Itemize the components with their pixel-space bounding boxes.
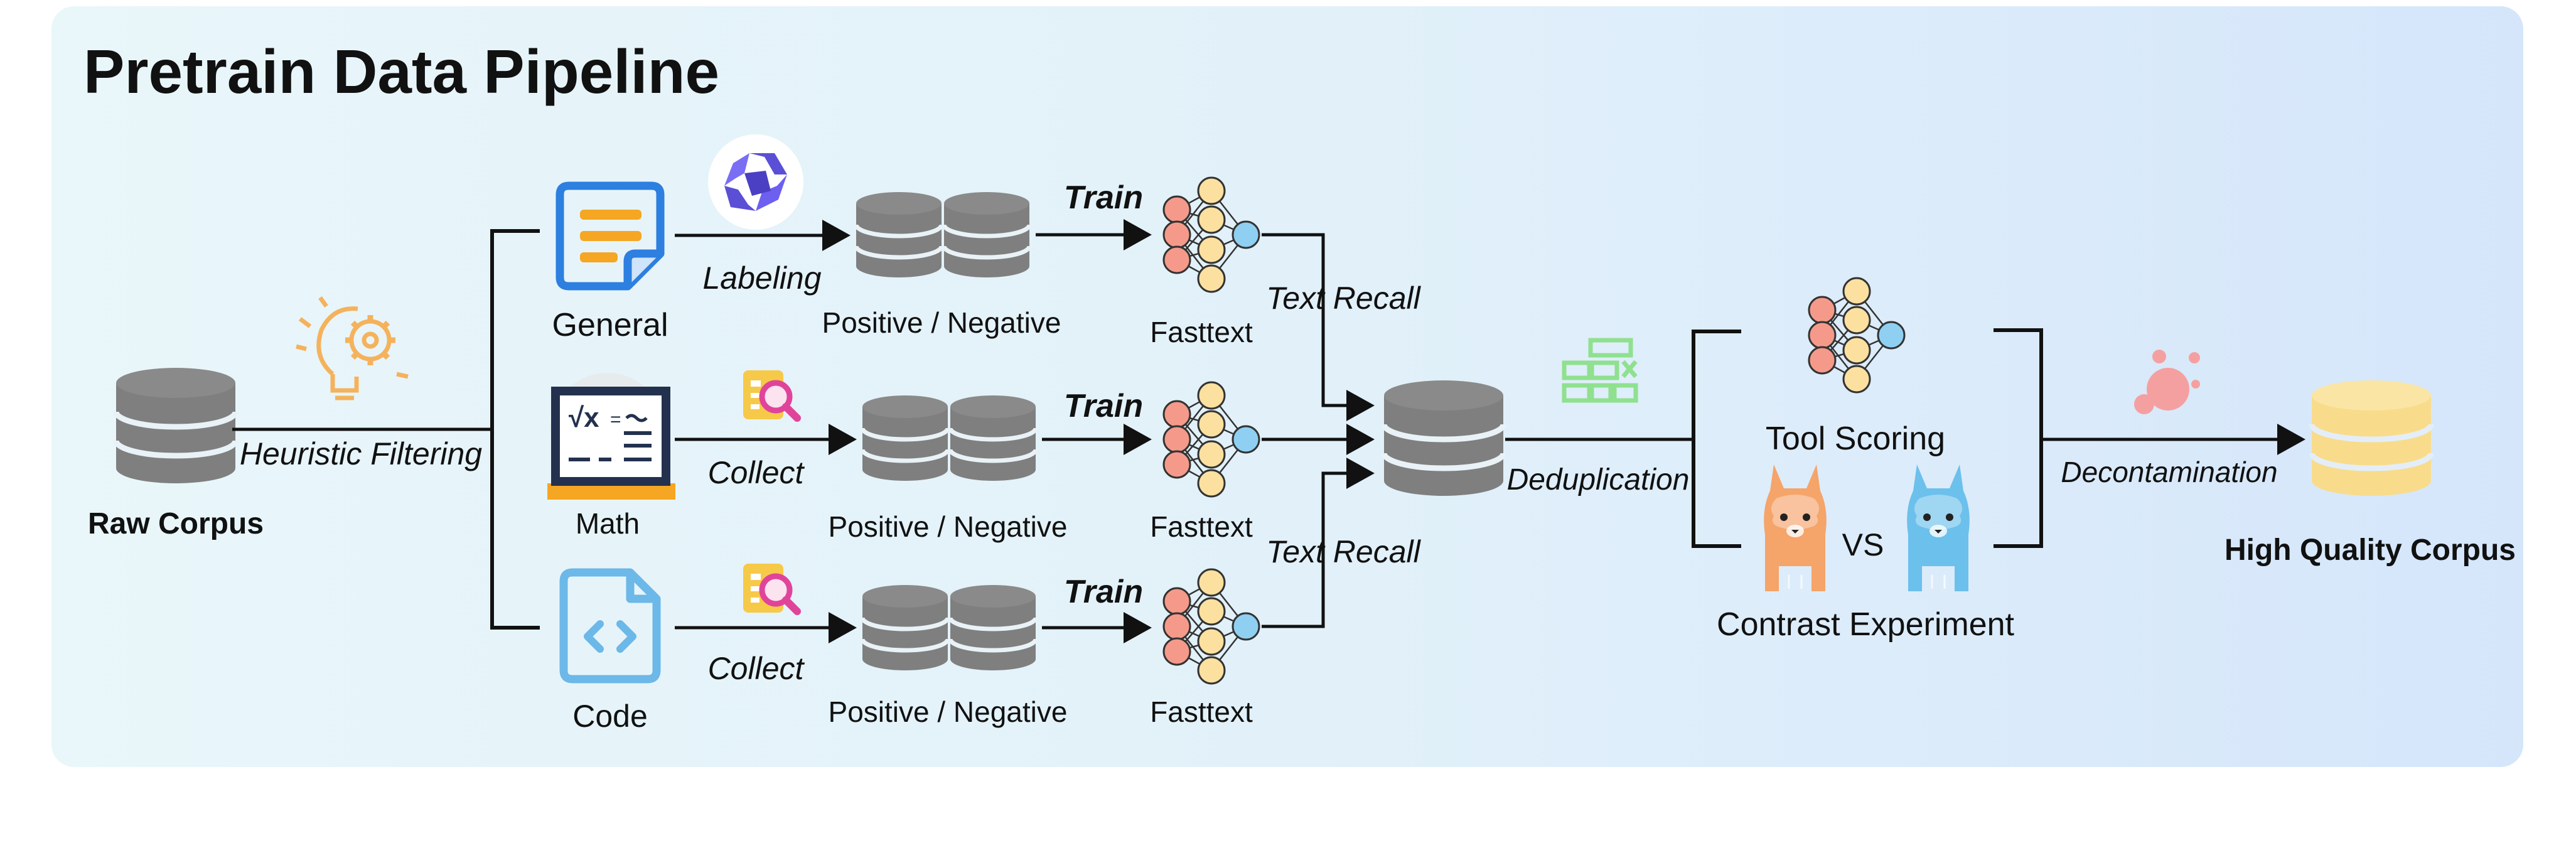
text-recall-bottom-label: Text Recall — [1266, 534, 1421, 569]
math-negative-database-icon — [950, 395, 1036, 481]
collect-code-label: Collect — [708, 651, 805, 686]
connector-general-recall — [1262, 233, 1375, 421]
svg-text:=: = — [610, 409, 621, 430]
code-negative-database-icon — [950, 585, 1036, 670]
connector-code-recall — [1262, 458, 1375, 628]
math-pn-label: Positive / Negative — [829, 510, 1068, 543]
math-fasttext-label: Fasttext — [1150, 510, 1253, 543]
train-math-label: Train — [1064, 388, 1143, 424]
math-board-icon: √x = — [547, 373, 675, 500]
deduplication-label: Deduplication — [1507, 463, 1690, 496]
raw-corpus-database-icon — [116, 368, 235, 483]
branch-bracket — [490, 229, 540, 630]
general-negative-database-icon — [944, 192, 1029, 277]
labeling-label: Labeling — [702, 260, 821, 296]
math-label: Math — [576, 507, 640, 540]
general-pn-label: Positive / Negative — [822, 306, 1061, 339]
code-file-icon — [559, 568, 661, 684]
train-general-label: Train — [1064, 180, 1143, 216]
text-recall-top-label: Text Recall — [1266, 281, 1421, 316]
qwen-logo-icon — [708, 134, 803, 230]
code-pn-label: Positive / Negative — [829, 695, 1068, 728]
general-label: General — [552, 307, 668, 343]
heuristic-filtering-label: Heuristic Filtering — [240, 436, 482, 471]
contrast-experiment-label: Contrast Experiment — [1717, 606, 2015, 643]
decontamination-label: Decontamination — [2061, 456, 2277, 488]
raw-corpus-label: Raw Corpus — [88, 507, 264, 540]
page-title: Pretrain Data Pipeline — [83, 37, 719, 106]
train-code-label: Train — [1064, 574, 1143, 610]
high-quality-database-icon — [2309, 380, 2434, 496]
math-positive-database-icon — [862, 395, 948, 481]
vs-label: VS — [1842, 527, 1884, 562]
dots-icon — [2134, 350, 2200, 414]
svg-text:√x: √x — [569, 402, 599, 433]
dedup-grid-icon — [1562, 338, 1638, 403]
tool-scoring-label: Tool Scoring — [1766, 421, 1945, 457]
lightbulb-gear-icon — [296, 296, 409, 400]
background-panel — [51, 6, 2523, 767]
code-positive-database-icon — [862, 585, 948, 670]
merged-database-icon — [1384, 380, 1503, 496]
general-fasttext-label: Fasttext — [1150, 316, 1253, 348]
code-label: Code — [572, 699, 648, 734]
code-fasttext-label: Fasttext — [1150, 695, 1253, 728]
collect-math-label: Collect — [708, 455, 805, 490]
high-quality-corpus-label: High Quality Corpus — [2224, 534, 2516, 567]
eval-left-bracket — [1692, 330, 1741, 548]
document-icon — [555, 181, 665, 291]
general-positive-database-icon — [856, 192, 942, 277]
